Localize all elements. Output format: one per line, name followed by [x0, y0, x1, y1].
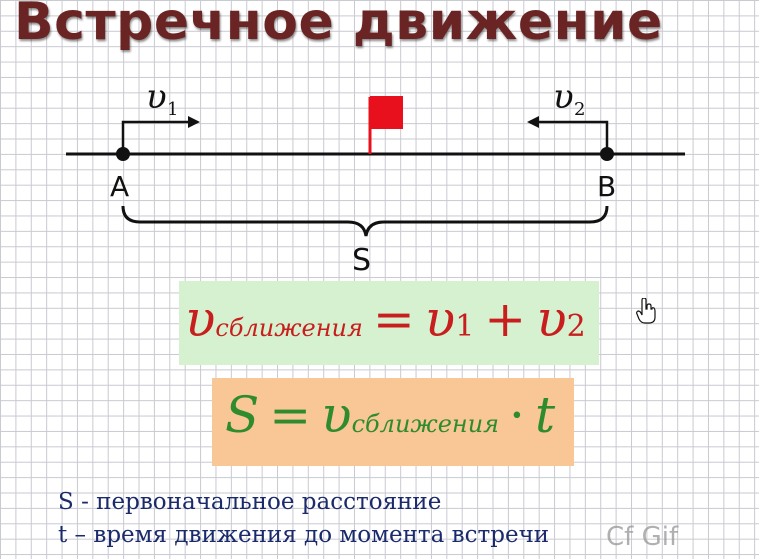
arrow-v2 [533, 120, 609, 154]
formula-subscript: сближения [351, 410, 500, 438]
arrow-v2-head [527, 116, 539, 128]
formula-v1: υ [424, 290, 456, 348]
distance-brace [121, 205, 609, 237]
point-b-label: B [597, 170, 616, 203]
formula-t: t [534, 386, 556, 444]
distance-formula-box [212, 378, 574, 466]
formula-subscript: сближения [215, 314, 363, 342]
approach-speed-formula: υсближения=υ1+υ2 [185, 290, 586, 348]
formula-v1-sub: 1 [455, 309, 475, 344]
approach-speed-box [179, 281, 599, 365]
v1-symbol: υ [146, 77, 167, 117]
v2-symbol: υ [553, 77, 574, 117]
point-a-label: A [110, 170, 129, 203]
v1-subscript: 1 [167, 99, 178, 120]
v2-subscript: 2 [574, 99, 585, 120]
hand-cursor-icon [636, 297, 656, 328]
formula-s: S [225, 386, 260, 444]
distance-label: S [352, 243, 371, 278]
distance-formula: S=υсближения ·t [225, 386, 555, 444]
arrow-v1 [121, 120, 195, 154]
flag-icon [370, 96, 403, 129]
arrow-v1-head [188, 116, 200, 128]
formula-v2-sub: 2 [566, 309, 586, 344]
formula-v: υ [321, 386, 352, 444]
equals-sign: = [372, 290, 415, 348]
watermark: Cf Gif [606, 522, 679, 552]
dot-sign: · [509, 386, 525, 444]
page-title: Встречное движение [14, 0, 663, 52]
legend-line-distance: S - первоначальное расстояние [58, 489, 442, 515]
plus-sign: + [484, 290, 527, 348]
legend-line-time: t – время движения до момента встречи [58, 522, 550, 548]
formula-v2: υ [536, 290, 567, 348]
equals-sign: = [269, 386, 312, 444]
formula-v: υ [185, 290, 216, 348]
